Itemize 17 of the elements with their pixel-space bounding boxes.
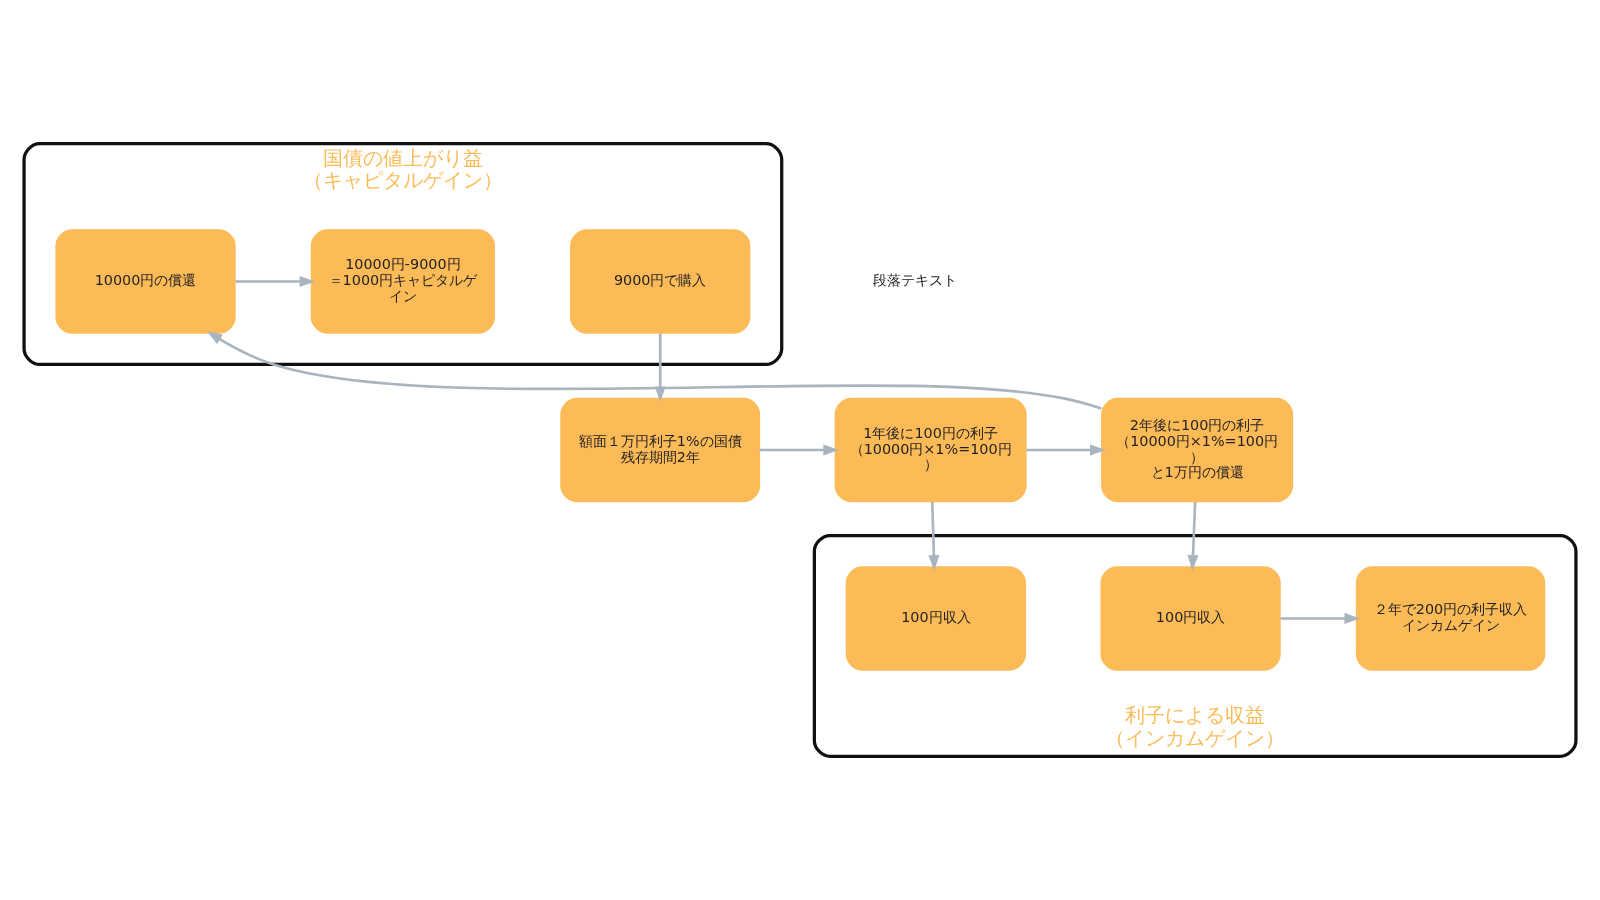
label: 段落テキスト xyxy=(872,272,957,289)
arrow xyxy=(759,444,839,456)
arrow xyxy=(235,276,316,287)
node-box: 9000円で購入 xyxy=(570,229,751,334)
node-box: 10000円の償還 xyxy=(55,229,236,334)
node-box: 額面１万円利子1%の国債残存期間2年 xyxy=(560,397,761,503)
node-box: 2年後に100円の利子（10000円×1%=100円）と1万円の償還 xyxy=(1101,397,1294,503)
arrow xyxy=(1280,613,1361,624)
arrow xyxy=(206,331,1102,410)
arrow xyxy=(928,501,940,571)
arrow xyxy=(1026,444,1106,456)
node-box: 100円収入 xyxy=(845,566,1026,671)
node-box: 10000円-9000円＝1000円キャピタルゲイン xyxy=(310,229,495,334)
node-box: 100円収入 xyxy=(1100,566,1281,671)
arrow xyxy=(1187,501,1199,571)
node-box: ２年で200円の利子収入インカムゲイン xyxy=(1355,566,1546,671)
node-box: 1年後に100円の利子（10000円×1%=100円） xyxy=(834,397,1027,503)
